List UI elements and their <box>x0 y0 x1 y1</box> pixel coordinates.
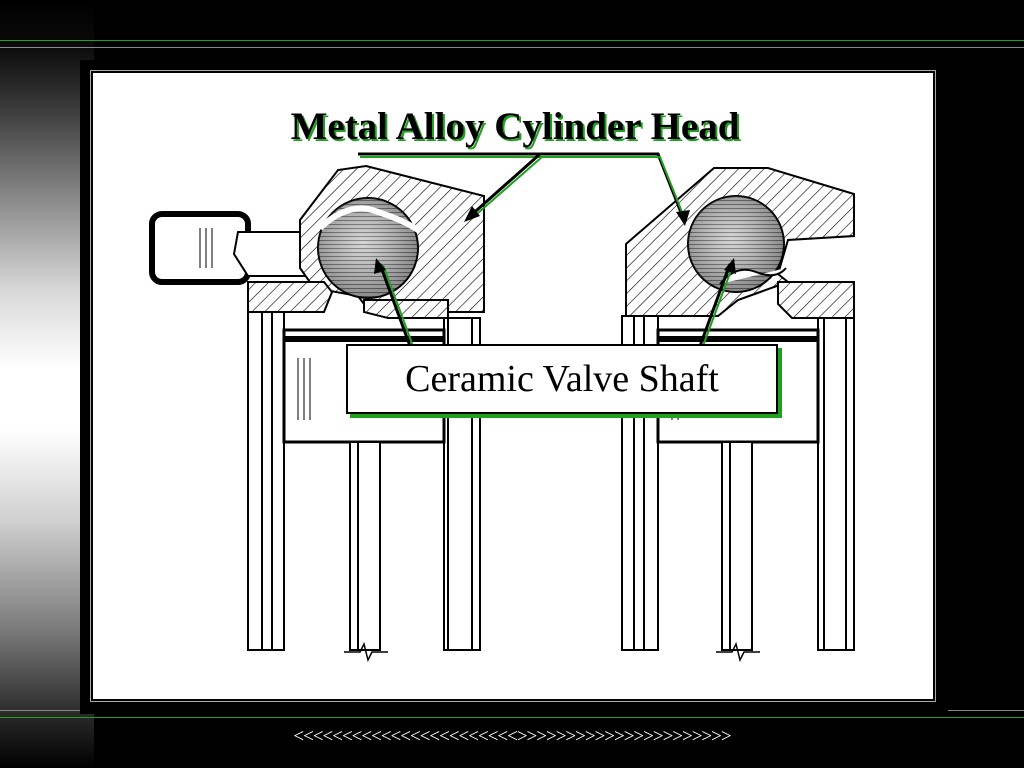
right-head-lower-flange <box>777 281 855 319</box>
left-gradient-band <box>0 0 94 768</box>
valve-shaft-label: Ceramic Valve Shaft <box>405 358 719 400</box>
right-valve-stem <box>721 441 753 651</box>
cylinder-head-label: Metal Alloy Cylinder Head <box>290 105 740 148</box>
left-valve-stem <box>349 441 381 651</box>
left-head-lower-flange <box>247 281 334 313</box>
footer-nav-arrows[interactable]: <<<<<<<<<<<<<<<<<<<<<<<>>>>>>>>>>>>>>>>>… <box>293 726 731 747</box>
top-rule-green <box>0 40 1024 41</box>
bottom-rule-green <box>0 717 1024 718</box>
valve-shaft-callout-box: Ceramic Valve Shaft <box>346 344 778 414</box>
head-callout-leaders <box>358 152 690 226</box>
valve-callout-leaders <box>374 258 736 347</box>
top-rule-gray <box>0 47 1024 48</box>
right-assembly <box>621 167 855 663</box>
